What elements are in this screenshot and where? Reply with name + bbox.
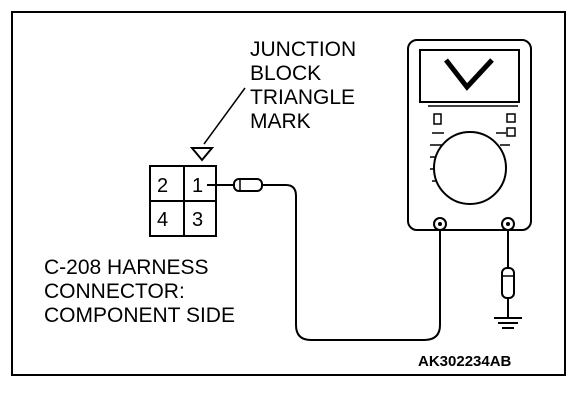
meter-button-right-bottom: [506, 127, 516, 137]
pin-3: 3: [192, 209, 203, 231]
triangle-mark-icon: [189, 147, 215, 162]
connector-c208: 2 1 4 3: [149, 165, 217, 237]
junction-label-line-4: MARK: [250, 110, 311, 133]
triangle-leader-line: [203, 87, 246, 145]
pin-2: 2: [157, 175, 168, 197]
connector-label-line-3: COMPONENT SIDE: [44, 304, 235, 327]
probe-lead-wire: [262, 184, 441, 341]
meter-terminal-negative-center: [506, 222, 510, 226]
figure-code: AK302234AB: [418, 353, 512, 370]
meter-button-right-top: [506, 113, 516, 123]
ground-probe-handle: [501, 267, 515, 299]
meter-button-left: [433, 113, 442, 125]
meter-dial: [433, 131, 507, 205]
ground-symbol-icon: [494, 317, 522, 329]
probe-handle: [233, 178, 263, 192]
meter-terminal-positive-center: [438, 222, 442, 226]
junction-label-line-1: JUNCTION: [250, 38, 356, 61]
pin-1: 1: [192, 175, 203, 197]
diagram-frame: [11, 11, 566, 376]
pin-4: 4: [157, 209, 168, 231]
ground-lead: [501, 230, 515, 318]
probe-icon: [207, 178, 263, 192]
junction-label-line-2: BLOCK: [250, 62, 321, 85]
junction-label-line-3: TRIANGLE: [250, 86, 355, 109]
voltage-symbol: [444, 58, 494, 91]
connector-label-line-1: C-208 HARNESS: [44, 256, 209, 279]
meter-display: [419, 49, 520, 103]
voltmeter-icon: [407, 39, 532, 231]
connector-label-line-2: CONNECTOR:: [44, 280, 185, 303]
